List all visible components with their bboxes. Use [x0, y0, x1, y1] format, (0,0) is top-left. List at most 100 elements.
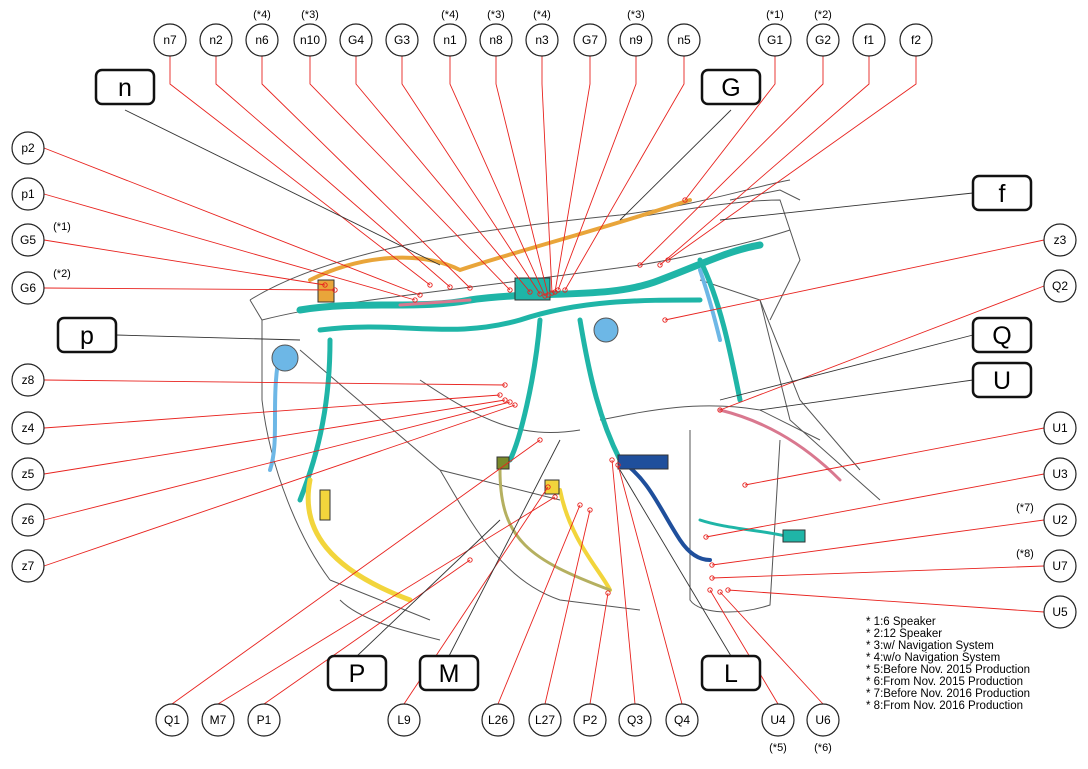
connector-n6[interactable]: n6(*4) [245, 9, 279, 57]
connector-P1[interactable]: P1 [247, 703, 281, 737]
connector-G4[interactable]: G4 [339, 23, 373, 57]
connector-P2[interactable]: P2 [573, 703, 607, 737]
legend-item: * 4:w/o Navigation System [866, 652, 1001, 664]
connector-n8[interactable]: n8(*3) [479, 9, 513, 57]
connector-p1[interactable]: p1 [11, 177, 45, 211]
connector-Q4[interactable]: Q4 [665, 703, 699, 737]
connector-note: (*1) [53, 221, 71, 233]
connector-L9[interactable]: L9 [387, 703, 421, 737]
connector-label: n1 [443, 33, 457, 47]
connector-label: G3 [394, 33, 410, 47]
harness-label-n[interactable]: n [94, 68, 156, 106]
connector-label: p2 [21, 141, 35, 155]
leader-P2 [589, 592, 609, 705]
harness-label-text: U [993, 367, 1011, 395]
connector-label: U2 [1052, 513, 1068, 527]
connector-block-1 [514, 277, 551, 301]
connector-label: z5 [22, 467, 35, 481]
legend-item: * 1:6 Speaker [866, 616, 936, 628]
connector-G2[interactable]: G2(*2) [806, 9, 840, 57]
connector-n9[interactable]: n9(*3) [619, 9, 653, 57]
legend-item: * 8:From Nov. 2016 Production [866, 700, 1024, 712]
harness-label-text: G [721, 74, 740, 102]
leader-G2 [639, 56, 824, 266]
connector-n7[interactable]: n7 [153, 23, 187, 57]
connector-U3[interactable]: U3 [1043, 457, 1077, 491]
leader-P1 [263, 559, 471, 705]
harness-label-M[interactable]: M [418, 654, 480, 692]
leader-n7 [169, 56, 431, 286]
connector-label: U7 [1052, 559, 1068, 573]
leader-f2 [667, 56, 917, 261]
speaker-left [271, 344, 299, 372]
harness-leader-U [759, 379, 974, 411]
harness-label-L[interactable]: L [700, 654, 762, 692]
leader-Q3 [611, 459, 636, 705]
connector-note: (*8) [1016, 548, 1034, 560]
connector-Q3[interactable]: Q3 [618, 703, 652, 737]
harness-dark-blue [618, 458, 712, 562]
connector-z3[interactable]: z3 [1043, 223, 1077, 257]
connector-M7[interactable]: M7 [201, 703, 235, 737]
connector-label: G2 [815, 33, 831, 47]
leader-n3 [541, 56, 553, 294]
harness-leader-n [124, 109, 441, 266]
connector-G1[interactable]: G1(*1) [758, 9, 792, 57]
connector-z5[interactable]: z5 [11, 457, 45, 491]
leader-U4 [709, 589, 779, 705]
connector-G6[interactable]: G6(*2) [11, 268, 71, 305]
connector-U2[interactable]: U2(*7) [1016, 502, 1077, 537]
connector-G5[interactable]: G5(*1) [11, 221, 71, 257]
connector-label: G1 [767, 33, 783, 47]
connector-z7[interactable]: z7 [11, 549, 45, 583]
connector-U6[interactable]: U6(*6) [806, 703, 840, 754]
harness-label-p[interactable]: p [56, 316, 118, 354]
harness-teal-drop-center [507, 317, 543, 463]
connector-U5[interactable]: U5 [1043, 595, 1077, 629]
harness-label-f[interactable]: f [971, 174, 1033, 212]
leader-G1 [684, 56, 776, 201]
connector-label: G6 [20, 281, 36, 295]
connector-p2[interactable]: p2 [11, 131, 45, 165]
harness-label-text: Q [992, 322, 1011, 350]
connector-label: G4 [348, 33, 364, 47]
connector-label: p1 [21, 187, 35, 201]
connector-f2[interactable]: f2 [899, 23, 933, 57]
connector-label: U5 [1052, 605, 1068, 619]
connector-f1[interactable]: f1 [852, 23, 886, 57]
connector-note: (*6) [814, 742, 832, 754]
harness-label-Q[interactable]: Q [971, 316, 1033, 354]
harness-yellow-left [305, 477, 413, 603]
connector-U1[interactable]: U1 [1043, 411, 1077, 445]
connector-note: (*3) [487, 9, 505, 21]
connector-z4[interactable]: z4 [11, 411, 45, 445]
connector-label: U1 [1052, 421, 1068, 435]
harness-label-G[interactable]: G [700, 68, 762, 106]
leader-U3 [705, 473, 1045, 538]
connector-n10[interactable]: n10(*3) [293, 9, 327, 57]
connector-U4[interactable]: U4(*5) [761, 703, 795, 754]
connector-L27[interactable]: L27 [528, 703, 562, 737]
connector-n3[interactable]: n3(*4) [525, 9, 559, 57]
connector-Q2[interactable]: Q2 [1043, 269, 1077, 303]
harness-label-U[interactable]: U [971, 361, 1033, 399]
leader-z6 [43, 401, 511, 521]
connector-Q1[interactable]: Q1 [155, 703, 189, 737]
connector-z6[interactable]: z6 [11, 503, 45, 537]
leader-U5 [727, 589, 1045, 613]
connector-n1[interactable]: n1(*4) [433, 9, 467, 57]
connector-n5[interactable]: n5 [667, 23, 701, 57]
connector-G3[interactable]: G3 [385, 23, 419, 57]
connector-G7[interactable]: G7 [573, 23, 607, 57]
connector-label: n3 [535, 33, 549, 47]
connector-U7[interactable]: U7 (*8) [1016, 548, 1077, 583]
connector-z8[interactable]: z8 [11, 363, 45, 397]
leader-n9 [557, 56, 637, 291]
connector-L26[interactable]: L26 [481, 703, 515, 737]
harness-blue-right [698, 268, 722, 342]
connector-n2[interactable]: n2 [199, 23, 233, 57]
harness-label-P[interactable]: P [326, 654, 388, 692]
leader-G3 [401, 56, 541, 295]
